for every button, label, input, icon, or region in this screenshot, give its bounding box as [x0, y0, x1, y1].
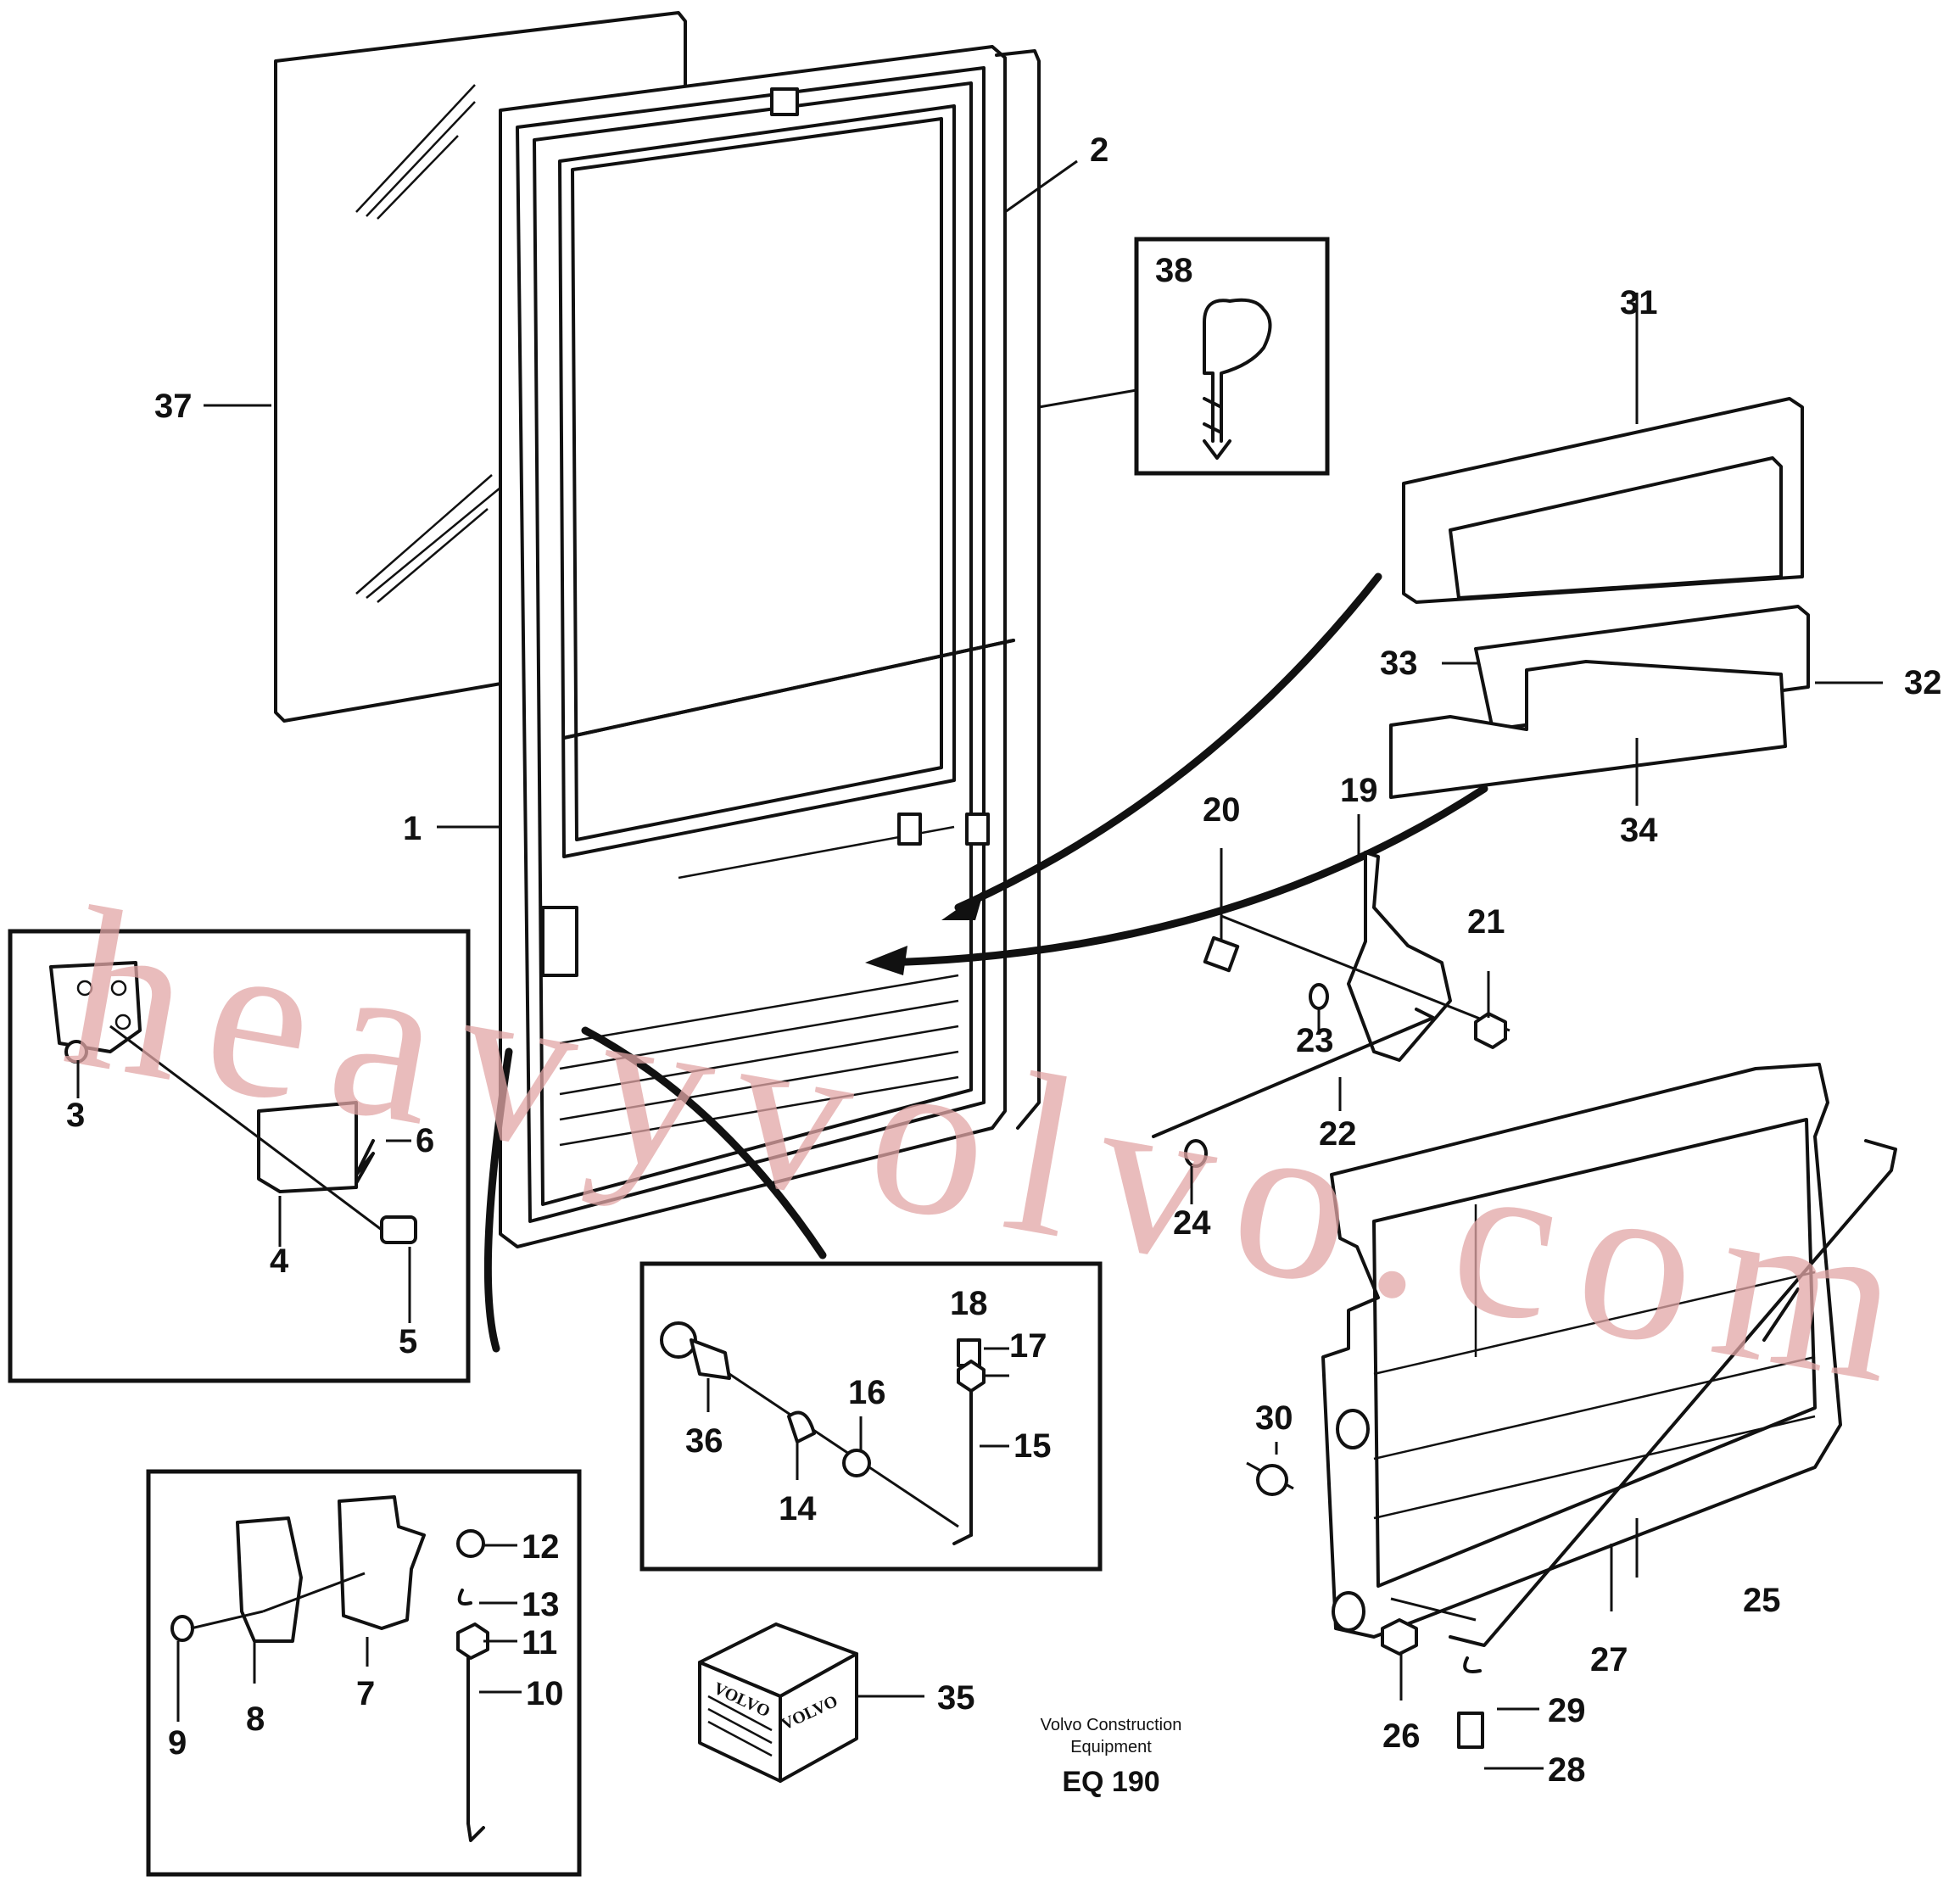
callout-27: 27 [1590, 1641, 1628, 1678]
callout-18: 18 [950, 1285, 988, 1322]
rubber-seal [995, 49, 1041, 1130]
callout-26: 26 [1382, 1717, 1421, 1755]
callout-2: 2 [1090, 131, 1108, 169]
callout-38: 38 [1155, 252, 1193, 289]
door-frame [499, 45, 1015, 1248]
callout-29: 29 [1548, 1692, 1586, 1729]
linkage-inset [639, 1261, 1103, 1572]
callout-17: 17 [1009, 1327, 1047, 1365]
caption-line2: Equipment [1070, 1738, 1152, 1756]
callout-11: 11 [522, 1624, 557, 1661]
callout-3: 3 [66, 1097, 85, 1134]
callout-15: 15 [1014, 1427, 1052, 1465]
callout-30: 30 [1255, 1399, 1293, 1437]
leader-lines [76, 159, 1883, 1770]
callout-36: 36 [685, 1422, 723, 1460]
lock-inset [146, 1469, 582, 1877]
assembly-arrows [483, 572, 1488, 1353]
callout-14: 14 [779, 1490, 817, 1527]
callout-37: 37 [154, 388, 193, 425]
callout-23: 23 [1296, 1022, 1334, 1059]
caption-code: EQ 190 [1062, 1766, 1159, 1798]
callout-16: 16 [848, 1374, 886, 1411]
insulation-panels [1389, 397, 1810, 799]
door-panel-assembly [1246, 1063, 1897, 1749]
callout-1: 1 [403, 810, 422, 847]
callout-12: 12 [522, 1528, 560, 1566]
diagram-caption: Volvo Construction Equipment EQ 190 [1041, 1716, 1182, 1798]
callout-33: 33 [1380, 645, 1418, 682]
lever-assembly [1152, 851, 1510, 1168]
callout-22: 22 [1319, 1115, 1357, 1153]
callout-6: 6 [416, 1122, 434, 1159]
callout-20: 20 [1203, 791, 1241, 829]
callout-8: 8 [246, 1701, 265, 1738]
callout-4: 4 [270, 1243, 289, 1280]
callout-21: 21 [1467, 903, 1505, 941]
callout-32: 32 [1904, 664, 1942, 701]
callout-5: 5 [399, 1323, 417, 1360]
callout-31: 31 [1620, 284, 1658, 321]
callout-28: 28 [1548, 1751, 1586, 1789]
callout-35: 35 [937, 1679, 975, 1717]
callout-25: 25 [1743, 1582, 1781, 1619]
callout-34: 34 [1620, 812, 1658, 849]
callout-13: 13 [522, 1586, 560, 1623]
callout-7: 7 [356, 1675, 375, 1712]
hinge-inset [8, 929, 471, 1383]
callout-9: 9 [168, 1724, 187, 1762]
callout-24: 24 [1173, 1204, 1211, 1242]
volvo-kit-box: VOLVO VOLVO [698, 1622, 858, 1783]
callout-labels: 37 2 38 31 33 32 34 1 19 20 21 23 22 24 … [66, 131, 1942, 1789]
callout-10: 10 [526, 1675, 564, 1712]
callout-19: 19 [1340, 772, 1378, 809]
caption-line1: Volvo Construction [1041, 1716, 1182, 1734]
seal-profile-inset [1038, 237, 1330, 476]
